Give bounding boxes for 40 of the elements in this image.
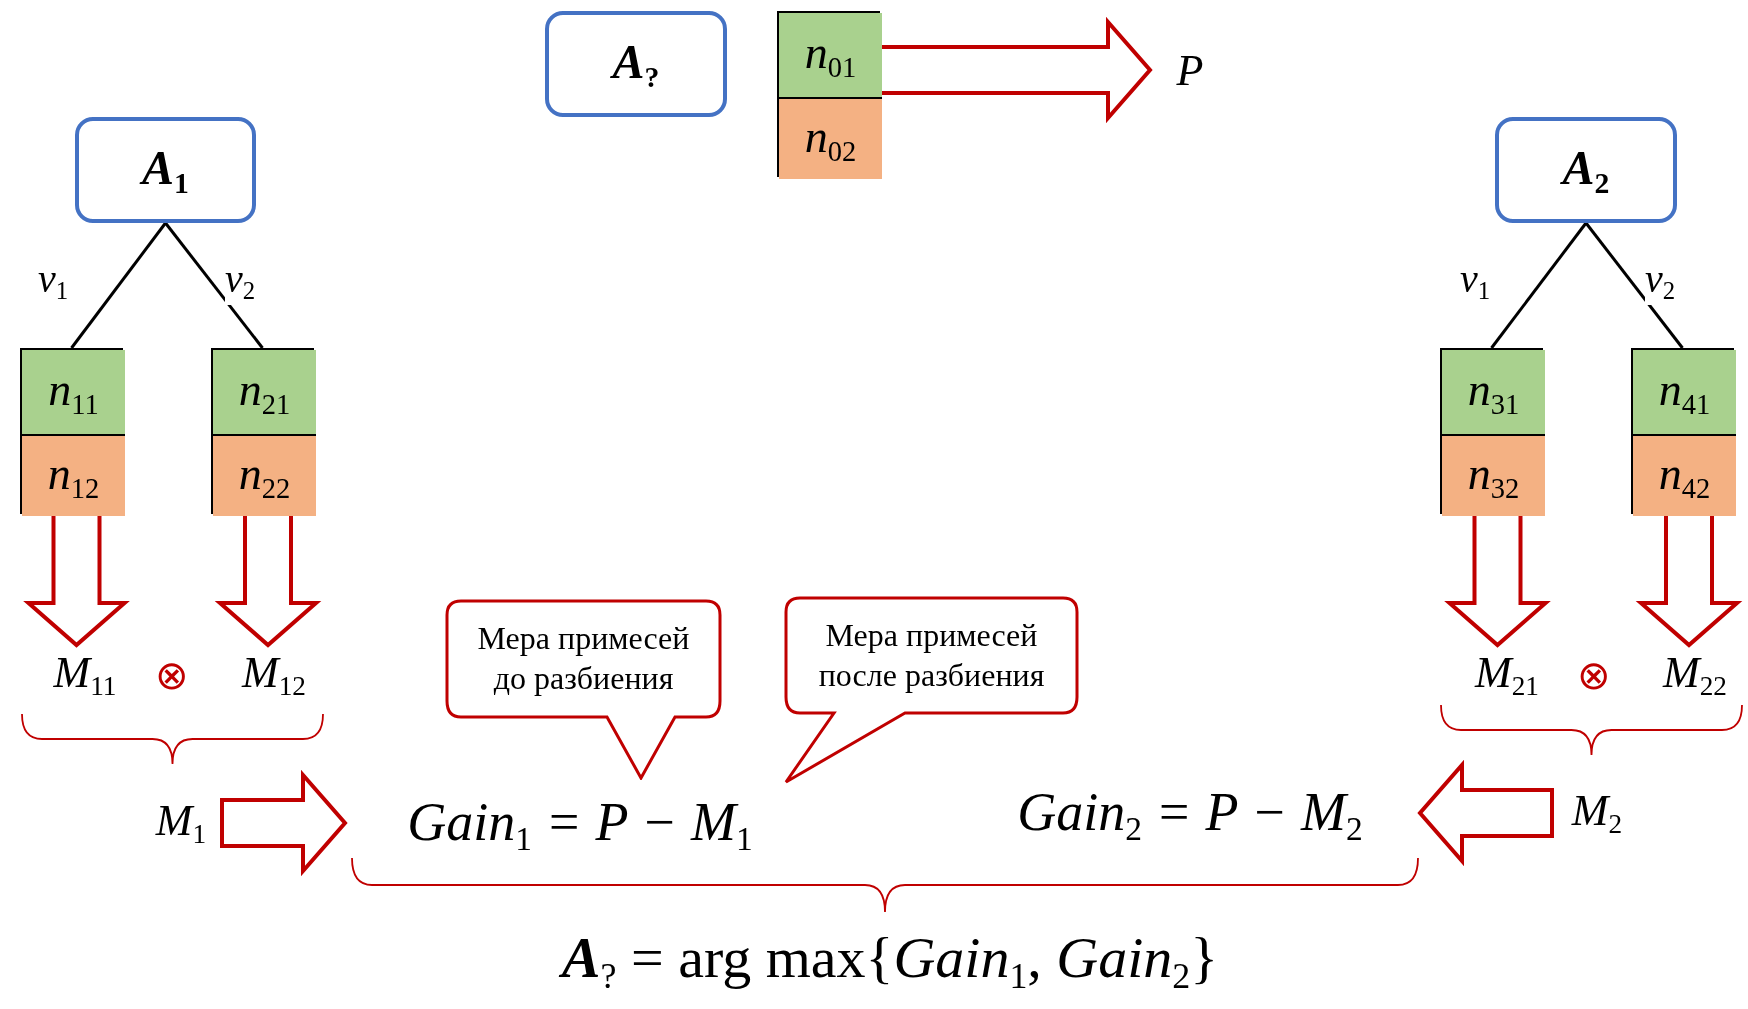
gain-formula: Gain$_{1}$ = P − M$_{1}$ <box>345 785 815 865</box>
math-label: P <box>1150 30 1230 110</box>
math-label: M$_{22}$ <box>1644 645 1746 705</box>
tensor-product-symbol: ⊗ <box>1576 651 1612 700</box>
count-cell: n$_{42}$ <box>1633 434 1736 516</box>
attribute-box: A$_{2}$ <box>1495 117 1677 223</box>
argmax-formula: A$_{?}$ = arg max{Gain$_{1}$, Gain$_{2}$} <box>558 923 1220 998</box>
math-label: M$_{12}$ <box>222 645 326 705</box>
callout-bubble <box>445 599 722 780</box>
tensor-product-symbol: ⊗ <box>154 651 190 700</box>
count-cell: n$_{21}$ <box>213 350 316 434</box>
gain-formula: Gain$_{2}$ = P − M$_{2}$ <box>960 775 1420 855</box>
branch-line <box>1490 222 1588 349</box>
count-cell: n$_{01}$ <box>779 13 882 97</box>
attribute-box: A$_{?}$ <box>545 11 727 117</box>
callout-text: Мера примесей после разбиения <box>817 615 1046 695</box>
count-cell: n$_{02}$ <box>779 97 882 179</box>
math-label: M$_{1}$ <box>140 790 222 856</box>
count-cell: n$_{12}$ <box>22 434 125 516</box>
class-count-stack <box>777 11 880 177</box>
class-count-stack <box>20 348 123 514</box>
class-count-stack <box>211 348 314 514</box>
class-count-stack <box>1631 348 1734 514</box>
callout-text: Мера примесей до разбиения <box>476 619 691 698</box>
branch-line <box>1584 222 1684 349</box>
math-label: M$_{11}$ <box>30 645 140 705</box>
count-cell: n$_{31}$ <box>1442 350 1545 434</box>
math-label: M$_{2}$ <box>1552 780 1642 846</box>
block-arrow <box>220 769 348 877</box>
branch-line <box>164 222 264 349</box>
count-cell: n$_{22}$ <box>213 434 316 516</box>
attribute-box: A$_{1}$ <box>75 117 256 223</box>
count-cell: n$_{41}$ <box>1633 350 1736 434</box>
callout-bubble <box>784 596 1079 784</box>
math-label: M$_{21}$ <box>1452 645 1562 705</box>
class-count-stack <box>1440 348 1543 514</box>
branch-line <box>70 222 167 349</box>
block-arrow <box>1417 759 1554 867</box>
count-cell: n$_{11}$ <box>22 350 125 434</box>
count-cell: n$_{32}$ <box>1442 434 1545 516</box>
